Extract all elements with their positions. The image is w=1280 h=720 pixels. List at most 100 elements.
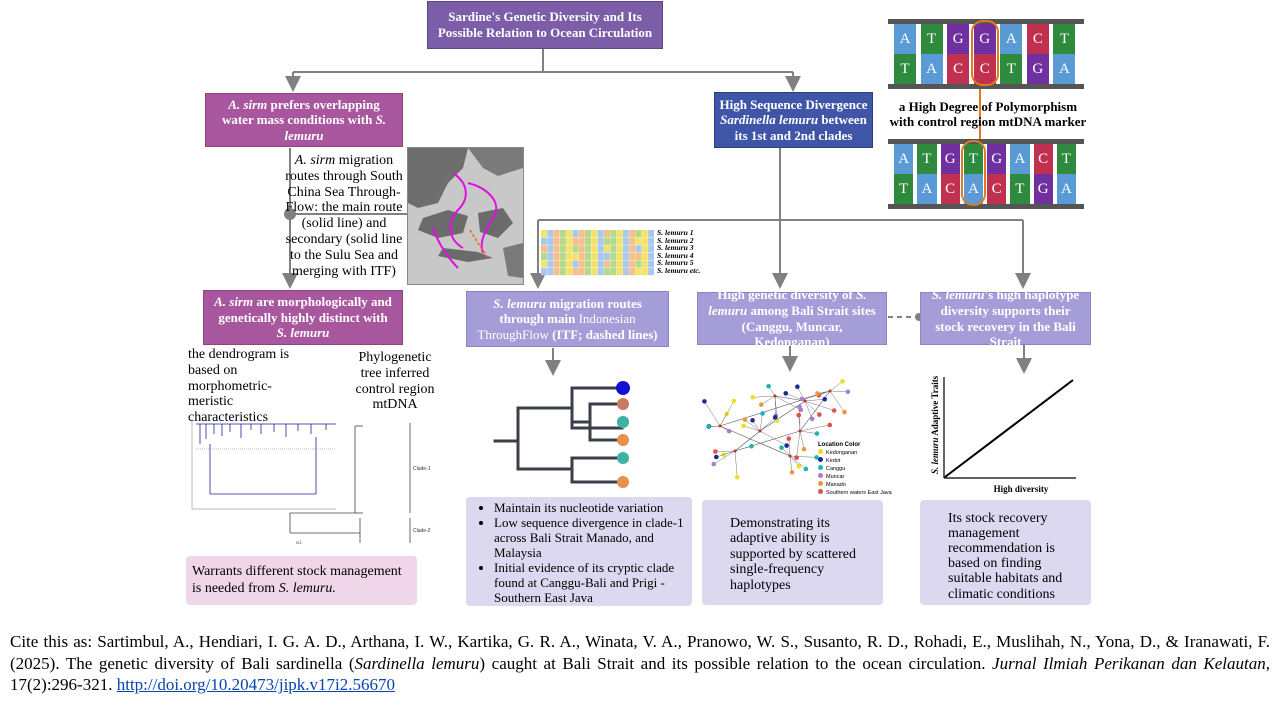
phylogenetic-tree: Clade-1 Clade-2 — [285, 418, 435, 550]
alignment-cell — [597, 237, 604, 245]
sea-migration-map — [407, 147, 524, 285]
alignment-cell — [541, 245, 547, 253]
haplotype-hub — [798, 429, 802, 433]
alignment-cell — [559, 245, 566, 253]
alignment-cell — [566, 252, 573, 260]
alignment-cell — [572, 230, 579, 238]
haplotype-node — [734, 474, 740, 480]
alignment-cell — [616, 230, 623, 238]
alignment-cell — [629, 260, 636, 268]
haplotype-hub — [718, 424, 722, 428]
haplotype-node — [789, 470, 795, 475]
bottom-base-t: T — [894, 174, 914, 204]
alignment-cell — [547, 252, 554, 260]
haplotype-node — [842, 409, 847, 415]
legend-swatch — [818, 457, 823, 462]
legend-swatch — [818, 465, 823, 470]
simple-clade-tree — [490, 378, 640, 490]
warrants-note: Warrants different stock management is n… — [186, 556, 417, 605]
tree-tip — [617, 416, 629, 428]
alignment-cell — [541, 260, 547, 268]
haplotype-hub — [828, 389, 832, 393]
dna-backbone — [888, 139, 1084, 144]
alignment-cell — [559, 252, 566, 260]
itf-migration-box: S. lemuru migration routes through main … — [466, 291, 669, 347]
haplotype-node — [772, 415, 778, 420]
clade-2-label: Clade-2 — [413, 528, 431, 534]
clade-1-label: Clade-1 — [413, 466, 431, 472]
top-base-g: G — [947, 24, 970, 54]
tree-tip — [617, 434, 629, 446]
alignment-label: S. lemuru etc. — [657, 265, 701, 275]
top-base-a: A — [920, 54, 943, 84]
alignment-cell — [566, 268, 573, 276]
bottom-base-a: A — [1010, 144, 1030, 174]
alignment-cell — [547, 230, 554, 238]
haplotype-node — [749, 443, 754, 449]
alignment-cell — [616, 237, 623, 245]
alignment-cell — [541, 237, 547, 245]
trait-diversity-chart: High diversity S. lemuru Adaptive Traits — [928, 372, 1078, 494]
haplotype-node — [750, 418, 755, 423]
haplotype-node — [779, 445, 784, 450]
alignment-cell — [648, 230, 655, 238]
alignment-cell — [585, 252, 592, 260]
alignment-cell — [572, 252, 579, 260]
legend-swatch — [818, 489, 823, 494]
haplotype-node — [796, 412, 802, 418]
alignment-label: S. lemuru 4 — [657, 250, 694, 260]
haplotype-node — [795, 384, 800, 390]
doi-link[interactable]: http://doi.org/10.20473/jipk.v17i2.56670 — [116, 675, 396, 695]
alignment-cell — [641, 260, 648, 268]
alignment-cell — [559, 230, 566, 238]
alignment-cell — [604, 268, 610, 276]
alignment-cell — [641, 252, 648, 260]
top-base-a: A — [1053, 54, 1076, 84]
alignment-cell — [547, 245, 554, 253]
alignment-cell — [604, 260, 610, 268]
haplotype-node — [831, 408, 837, 413]
alignment-cell — [566, 245, 573, 253]
tree-tip — [617, 476, 629, 488]
top-base-c: C — [947, 54, 970, 84]
bottom-base-c: C — [1033, 144, 1053, 174]
legend-item: Kedonganan — [818, 449, 892, 457]
haplotype-node — [726, 428, 732, 434]
bottom-base-g: G — [940, 144, 960, 174]
top-base-c: C — [1026, 24, 1049, 54]
alignment-cell — [610, 230, 617, 238]
alignment-cell — [547, 268, 554, 276]
alignment-cell — [622, 237, 629, 245]
alignment-cell — [648, 268, 655, 276]
haplotype-node — [741, 423, 746, 429]
alignment-cell — [553, 230, 560, 238]
alignment-cell — [604, 252, 610, 260]
bottom-base-g: G — [1033, 174, 1053, 204]
haplotype-node — [827, 422, 833, 428]
alignment-cell — [585, 237, 592, 245]
alignment-cell — [597, 260, 604, 268]
alignment-cell — [541, 230, 547, 238]
alignment-label: S. lemuru 2 — [657, 235, 694, 245]
alignment-cell — [578, 237, 585, 245]
alignment-cell — [635, 237, 642, 245]
alignment-cell — [591, 230, 598, 238]
legend-swatch — [818, 473, 823, 478]
polymorphism-highlight — [960, 140, 986, 206]
alignment-cell — [616, 252, 623, 260]
alignment-cell — [610, 252, 617, 260]
alignment-cell — [597, 252, 604, 260]
alignment-cell — [635, 268, 642, 276]
alignment-cell — [610, 260, 617, 268]
alignment-cell — [572, 260, 579, 268]
haplotype-node — [814, 431, 820, 436]
haplotype-node — [783, 391, 789, 396]
alignment-cell — [578, 230, 585, 238]
alignment-cell — [572, 245, 579, 253]
alignment-cell — [541, 252, 547, 260]
alignment-cell — [591, 237, 598, 245]
adaptive-note: Demonstrating its adaptive ability is su… — [702, 500, 883, 605]
alignment-cell — [622, 252, 629, 260]
alignment-cell — [578, 245, 585, 253]
